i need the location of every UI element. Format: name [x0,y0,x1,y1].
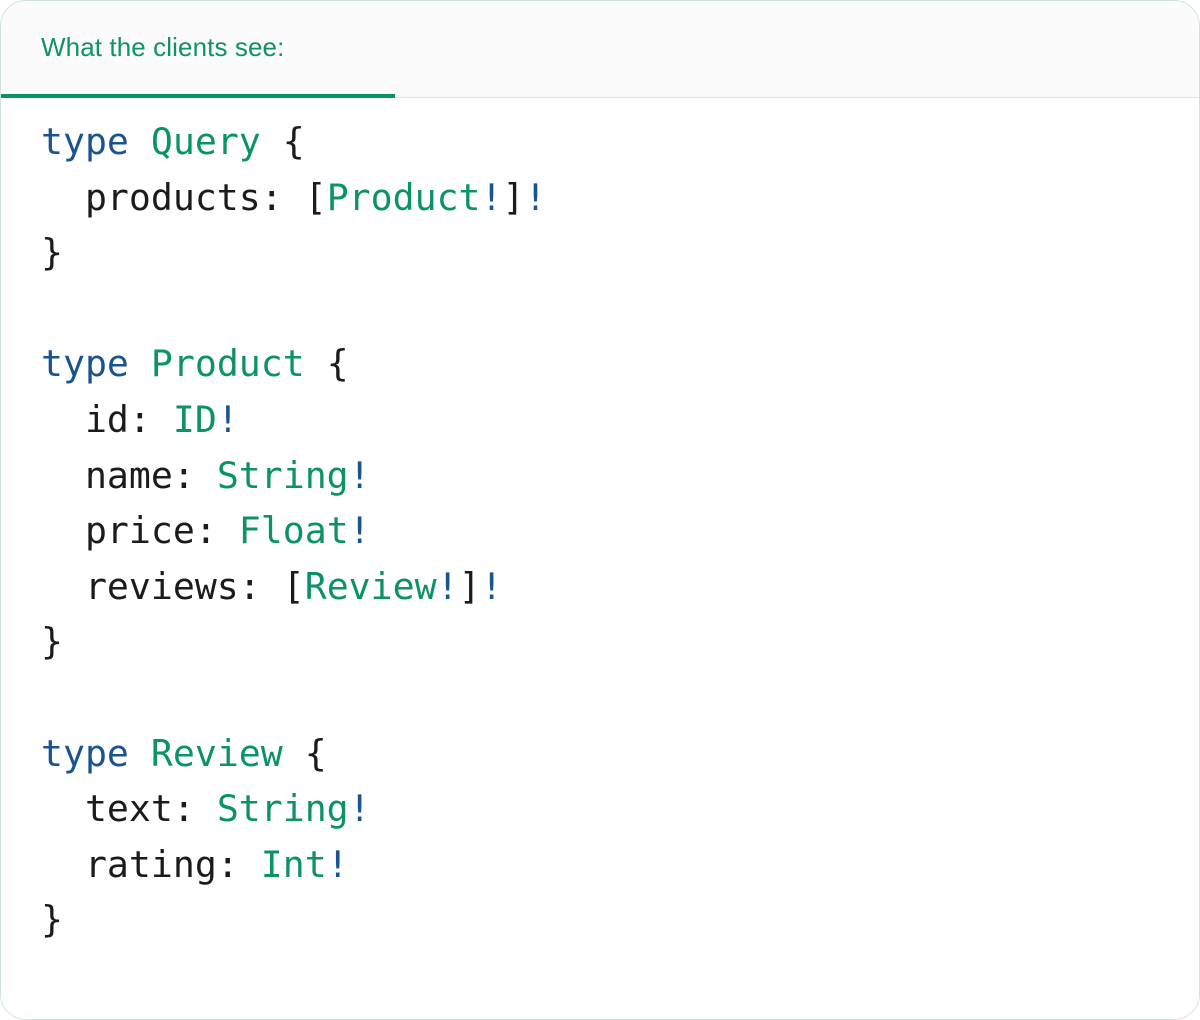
code-token-plain [129,732,151,775]
code-token-bang: ! [480,564,503,608]
code-token-kw: type [41,120,129,163]
code-line: } [41,614,1199,670]
code-token-plain [239,843,261,886]
code-token-plain [41,843,85,886]
code-token-bang: ! [480,175,503,219]
code-token-plain [41,509,85,552]
graphql-schema-code: type Query { products: [Product!]!} type… [41,114,1199,948]
code-line: type Query { [41,114,1199,170]
code-token-bang: ! [348,509,371,553]
code-line: products: [Product!]! [41,170,1199,226]
code-token-plain [41,787,85,830]
code-token-punct: { [304,731,327,775]
code-token-bang: ! [326,842,349,886]
code-token-bang: ! [524,175,547,219]
code-token-type: String [216,787,349,831]
code-line: } [41,225,1199,281]
code-token-plain [41,398,85,441]
code-token-plain [41,176,85,219]
code-token-punct: ] [458,564,481,608]
code-token-plain [283,732,305,775]
code-token-type: Product [150,342,305,386]
code-token-type: Product [326,175,481,219]
code-token-punct: } [41,898,63,942]
code-token-punct: [ [282,564,305,608]
code-line: type Product { [41,336,1199,392]
code-token-field: reviews: [84,564,261,608]
code-token-plain [283,176,305,219]
code-token-punct: [ [304,175,327,219]
code-token-field: text: [84,787,195,831]
code-token-bang: ! [216,397,239,441]
code-token-plain [261,565,283,608]
code-token-plain [41,454,85,497]
code-token-bang: ! [348,787,371,831]
tab-label: What the clients see: [41,32,285,62]
code-line: reviews: [Review!]! [41,559,1199,615]
code-token-punct: } [41,231,63,275]
code-token-field: id: [84,397,151,441]
code-token-type: Review [304,564,437,608]
code-area[interactable]: type Query { products: [Product!]!} type… [1,98,1199,1019]
code-token-punct: ] [502,175,525,219]
code-token-field: name: [84,453,195,497]
code-line: } [41,892,1199,948]
code-line [41,281,1199,337]
code-token-plain [261,120,283,163]
code-token-type: Int [260,842,327,886]
code-line: id: ID! [41,392,1199,448]
code-token-plain [151,398,173,441]
code-token-bang: ! [348,453,371,497]
tab-bar: What the clients see: [1,1,1199,98]
code-token-type: Query [150,120,261,163]
code-token-plain [217,509,239,552]
code-token-type: Float [238,509,349,553]
code-token-plain [195,454,217,497]
code-line [41,670,1199,726]
code-token-field: price: [84,509,217,553]
code-token-plain [129,120,151,163]
code-token-plain [305,342,327,385]
code-token-field: products: [84,175,283,219]
code-line: type Review { [41,726,1199,782]
code-line: name: String! [41,448,1199,504]
tab-what-the-clients-see[interactable]: What the clients see: [1,1,395,98]
code-token-punct: } [41,620,63,664]
code-token-field: rating: [84,842,239,886]
code-token-kw: type [41,731,129,775]
code-line: text: String! [41,781,1199,837]
code-token-type: String [216,453,349,497]
code-root: type Query { products: [Product!]!} type… [41,114,1199,948]
code-token-bang: ! [436,564,459,608]
code-token-plain [41,565,85,608]
code-token-type: ID [172,397,217,441]
code-token-punct: { [282,120,305,163]
code-token-plain [129,342,151,385]
code-token-plain [195,787,217,830]
code-token-punct: { [326,342,349,386]
code-line: rating: Int! [41,837,1199,893]
code-token-kw: type [41,342,129,386]
code-token-type: Review [150,731,283,775]
code-line: price: Float! [41,503,1199,559]
